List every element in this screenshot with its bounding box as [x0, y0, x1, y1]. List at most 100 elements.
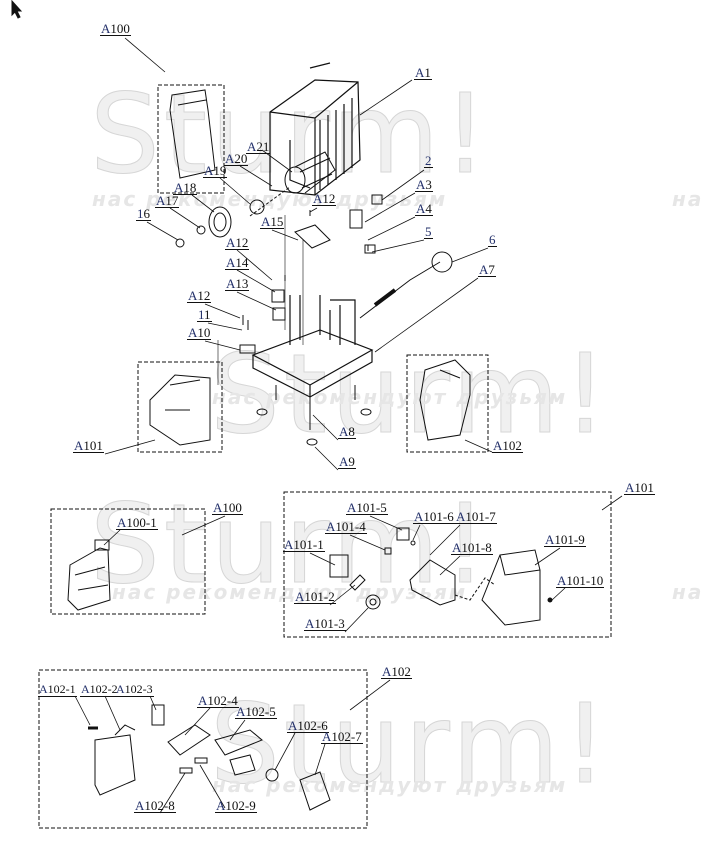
callout-a102-2: A102-2 [80, 682, 119, 697]
part-a102-6 [265, 768, 279, 782]
callout-a101-3: A101-3 [304, 616, 346, 631]
part-a102-6-holder [229, 754, 256, 776]
part-screws-a8 [275, 385, 356, 430]
callout-a101-8: A101-8 [451, 540, 493, 555]
callout-16: 16 [136, 206, 151, 221]
part-a101-4 [384, 547, 392, 555]
callout-a12: A12 [187, 288, 212, 303]
part-gear-a19 [249, 199, 265, 215]
callout-a102-7: A102-7 [321, 729, 363, 744]
callout-2: 2 [424, 153, 433, 168]
box-a102 [38, 669, 368, 829]
part-a102-5 [214, 729, 263, 756]
callout-a101-6: A101-6 [413, 509, 455, 524]
watermark-brand: Sturm! [209, 680, 612, 809]
callout-11: 11 [197, 307, 212, 322]
part-nut-16 [175, 238, 185, 248]
part-a10 [239, 344, 256, 354]
callout-a3: A3 [415, 177, 433, 192]
watermark-slogan: нас рекомендуют друзьям [92, 187, 448, 211]
callout-a15: A15 [260, 214, 285, 229]
part-wheel-a18 [208, 206, 232, 238]
part-clip-5 [364, 244, 376, 254]
callout-a101-1: A101-1 [283, 537, 325, 552]
part-board-a15 [294, 224, 331, 249]
callout-a101: A101 [73, 438, 104, 453]
callout-a101-2: A101-2 [294, 589, 336, 604]
thumb-a101 [149, 374, 211, 446]
part-washer-a17 [196, 225, 206, 235]
watermark-slogan: нас рекомендуют друзьям [212, 773, 568, 797]
watermark-slogan: нас рекомендуют друзьям [212, 385, 568, 409]
callout-a100: A100 [100, 21, 131, 36]
callout-a19: A19 [203, 163, 228, 178]
box-a101 [283, 491, 612, 638]
leader-lines [74, 37, 623, 814]
callout-a101-9: A101-9 [544, 532, 586, 547]
callout-a1: A1 [414, 65, 432, 80]
part-a100-1 [94, 539, 110, 551]
group-boxes [38, 84, 612, 829]
part-a101-1 [329, 554, 349, 578]
callout-5: 5 [424, 224, 433, 239]
part-a102-3 [151, 704, 165, 726]
part-a101-8 [409, 559, 456, 606]
callout-a12: A12 [225, 235, 250, 250]
part-a102-7 [299, 771, 331, 811]
part-housing-a1 [269, 62, 361, 196]
callout-a12: A12 [312, 191, 337, 206]
box-a100-thumb [157, 84, 225, 194]
callout-a14: A14 [225, 255, 250, 270]
callout-a10: A10 [187, 325, 212, 340]
callout-a102-6: A102-6 [287, 718, 329, 733]
part-a101-3 [365, 594, 381, 610]
part-a102-4 [167, 724, 211, 756]
watermark-slogan: нас рекомендуют друзьям [112, 580, 468, 604]
watermark-slogan-cut: на [672, 187, 704, 211]
callout-a101-5: A101-5 [346, 500, 388, 515]
part-a100-body [67, 547, 111, 611]
box-a101-thumb [137, 361, 223, 453]
mouse-cursor-icon [11, 0, 23, 19]
part-a101-5 [396, 527, 410, 541]
callout-6: 6 [488, 232, 497, 247]
callout-a9: A9 [338, 454, 356, 469]
watermark-slogan-cut: на [672, 580, 704, 604]
watermark-brand: Sturm! [89, 70, 492, 199]
part-a101-2 [349, 574, 366, 591]
callout-a102-8: A102-8 [134, 798, 176, 813]
callout-a101-4: A101-4 [325, 519, 367, 534]
callout-a100-1: A100-1 [116, 515, 158, 530]
part-switch-2 [371, 194, 383, 205]
callout-a18: A18 [173, 180, 198, 195]
callout-a8: A8 [338, 424, 356, 439]
part-a14 [271, 289, 285, 303]
callout-a101-group: A101 [624, 480, 655, 495]
callout-a13: A13 [225, 276, 250, 291]
part-a101-6 [410, 540, 416, 546]
callout-a102-group: A102 [381, 664, 412, 679]
callout-a102-3: A102-3 [115, 682, 154, 697]
callout-a102-9: A102-9 [215, 798, 257, 813]
part-a101-9 [481, 549, 541, 626]
part-a102-8 [179, 767, 193, 774]
callout-a102-5: A102-5 [235, 704, 277, 719]
callout-a4: A4 [415, 201, 433, 216]
callout-a100-group: A100 [212, 500, 243, 515]
callout-a20: A20 [224, 151, 249, 166]
callout-a21: A21 [246, 139, 271, 154]
callout-a7: A7 [478, 262, 496, 277]
part-a102-9 [194, 757, 208, 764]
part-a102-body [94, 724, 136, 796]
part-foot-a9 [306, 438, 318, 446]
box-a102-thumb [406, 354, 489, 453]
part-a101-10 [547, 597, 553, 603]
thumb-a102 [419, 359, 471, 441]
part-cord-6 [359, 251, 453, 319]
callout-a102-4: A102-4 [197, 693, 239, 708]
callout-a102-1: A102-1 [38, 682, 77, 697]
callout-a102: A102 [492, 438, 523, 453]
part-motor-a21 [284, 151, 336, 194]
